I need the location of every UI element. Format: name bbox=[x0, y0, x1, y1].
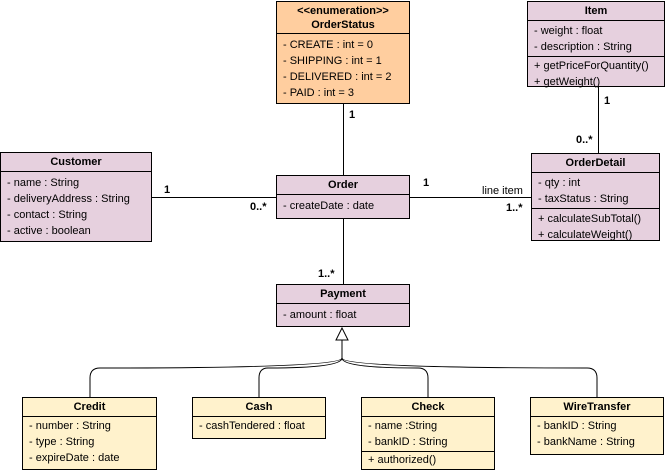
attribute: - qty : int bbox=[538, 177, 581, 189]
attribute: - type : String bbox=[29, 436, 95, 448]
class-header: WireTransfer bbox=[531, 398, 663, 417]
attribute-section: - bankID : String - bankName : String bbox=[531, 417, 663, 453]
multiplicity-order-end-detail: 1 bbox=[423, 177, 430, 189]
class-item[interactable]: Item - weight : float - description : St… bbox=[527, 1, 665, 90]
class-order-status[interactable]: <<enumeration>> OrderStatus - CREATE : i… bbox=[276, 1, 410, 104]
attribute: - DELIVERED : int = 2 bbox=[283, 71, 392, 83]
class-order-detail[interactable]: OrderDetail - qty : int - taxStatus : St… bbox=[531, 153, 660, 241]
class-header: Check bbox=[362, 398, 494, 417]
class-name: Item bbox=[584, 5, 608, 17]
class-credit[interactable]: Credit - number : String - type : String… bbox=[22, 397, 157, 470]
generalization-arrowhead bbox=[335, 326, 349, 341]
class-name: WireTransfer bbox=[563, 401, 631, 413]
class-header: Cash bbox=[193, 398, 325, 417]
attribute: - cashTendered : float bbox=[199, 420, 305, 432]
generalization-wiretransfer bbox=[341, 357, 598, 397]
class-check[interactable]: Check - name :String - bankID : String +… bbox=[361, 397, 495, 470]
class-name: Cash bbox=[245, 401, 273, 413]
class-name: OrderDetail bbox=[565, 157, 626, 169]
attribute: - description : String bbox=[534, 41, 632, 53]
class-header: <<enumeration>> OrderStatus bbox=[277, 2, 409, 34]
multiplicity-item-end: 1 bbox=[604, 95, 611, 107]
operation: + calculateSubTotal() bbox=[538, 213, 642, 225]
generalization-credit bbox=[89, 357, 343, 397]
operation: + calculateWeight() bbox=[538, 229, 633, 241]
attribute: - taxStatus : String bbox=[538, 193, 629, 205]
attribute: - active : boolean bbox=[7, 225, 91, 237]
class-header: OrderDetail bbox=[532, 154, 659, 173]
attribute-section: - weight : float - description : String bbox=[528, 21, 664, 56]
class-name: Customer bbox=[50, 156, 102, 168]
operation-section: + calculateSubTotal() + calculateWeight(… bbox=[532, 208, 659, 243]
class-customer[interactable]: Customer - name : String - deliveryAddre… bbox=[0, 152, 152, 242]
class-name: OrderStatus bbox=[311, 18, 375, 31]
multiplicity-payment-end: 1..* bbox=[318, 268, 335, 280]
operation: + getWeight() bbox=[534, 76, 601, 88]
operation-section: + getPriceForQuantity() + getWeight() bbox=[528, 56, 664, 90]
role-label-line-item: line item bbox=[482, 185, 523, 197]
operation: + authorized() bbox=[368, 454, 437, 466]
class-header: Payment bbox=[277, 285, 409, 304]
class-cash[interactable]: Cash - cashTendered : float bbox=[192, 397, 326, 439]
attribute-section: - createDate : date bbox=[277, 195, 409, 217]
attribute: - weight : float bbox=[534, 25, 603, 37]
class-header: Item bbox=[528, 2, 664, 21]
attribute: - bankID : String bbox=[537, 420, 617, 432]
operation: + getPriceForQuantity() bbox=[534, 60, 649, 72]
class-header: Customer bbox=[1, 153, 151, 172]
attribute: - amount : float bbox=[283, 309, 357, 321]
attribute-section: - qty : int - taxStatus : String bbox=[532, 173, 659, 208]
attribute: - bankName : String bbox=[537, 436, 635, 448]
attribute: - name :String bbox=[368, 420, 438, 432]
class-order[interactable]: Order - createDate : date bbox=[276, 175, 410, 219]
class-payment[interactable]: Payment - amount : float bbox=[276, 284, 410, 327]
attribute-section: - number : String - type : String - expi… bbox=[23, 417, 156, 469]
generalization-check bbox=[341, 357, 429, 397]
multiplicity-status-end: 1 bbox=[349, 109, 356, 121]
attribute-section: - name :String - bankID : String bbox=[362, 417, 494, 451]
class-name: Check bbox=[411, 401, 445, 413]
multiplicity-order-end-customer: 0..* bbox=[250, 201, 267, 213]
attribute: - contact : String bbox=[7, 209, 88, 221]
attribute: - SHIPPING : int = 1 bbox=[283, 55, 382, 67]
class-name: Payment bbox=[320, 288, 366, 300]
operation-section: + authorized() bbox=[362, 451, 494, 468]
multiplicity-detail-end: 1..* bbox=[506, 202, 523, 214]
attribute-section: - name : String - deliveryAddress : Stri… bbox=[1, 172, 151, 242]
attribute: - name : String bbox=[7, 177, 80, 189]
class-name: Credit bbox=[73, 401, 106, 413]
stereotype-label: <<enumeration>> bbox=[297, 4, 389, 17]
attribute: - bankID : String bbox=[368, 436, 448, 448]
class-name: Order bbox=[328, 179, 358, 191]
class-header: Credit bbox=[23, 398, 156, 417]
attribute-section: - cashTendered : float bbox=[193, 417, 325, 437]
attribute: - CREATE : int = 0 bbox=[283, 39, 373, 51]
attribute-section: - CREATE : int = 0 - SHIPPING : int = 1 … bbox=[277, 34, 409, 104]
attribute: - expireDate : date bbox=[29, 452, 120, 464]
multiplicity-customer-end: 1 bbox=[164, 184, 171, 196]
attribute: - number : String bbox=[29, 420, 111, 432]
attribute: - deliveryAddress : String bbox=[7, 193, 130, 205]
attribute-section: - amount : float bbox=[277, 304, 409, 326]
attribute: - PAID : int = 3 bbox=[283, 87, 355, 99]
class-header: Order bbox=[277, 176, 409, 195]
generalization-cash bbox=[258, 357, 343, 397]
multiplicity-detail-end-item: 0..* bbox=[576, 134, 593, 146]
class-wire-transfer[interactable]: WireTransfer - bankID : String - bankNam… bbox=[530, 397, 664, 455]
attribute: - createDate : date bbox=[283, 200, 375, 212]
